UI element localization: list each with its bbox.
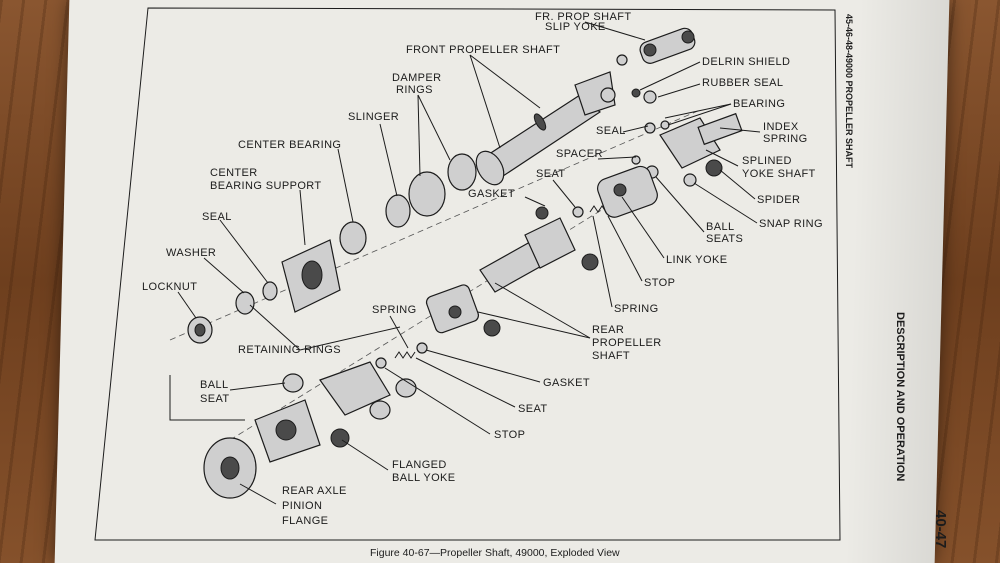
axis-line-rear bbox=[229, 179, 651, 441]
label-snap-ring: SNAP RING bbox=[759, 218, 823, 230]
damper-ring-part bbox=[447, 153, 477, 191]
label-bearing: BEARING bbox=[733, 98, 785, 110]
delrin-shield-part bbox=[631, 88, 641, 98]
label-rear: REAR bbox=[592, 324, 624, 336]
spider-part bbox=[705, 159, 723, 177]
label-seal-left: SEAL bbox=[202, 211, 232, 223]
axis-line bbox=[169, 109, 701, 341]
seal-left-part bbox=[262, 281, 278, 301]
spider-front-part bbox=[600, 87, 616, 103]
seat-part bbox=[572, 206, 584, 218]
gasket-part bbox=[535, 206, 549, 220]
snap-ring-part bbox=[683, 173, 697, 187]
header-code: 45-46-48-49000 PROPELLER SHAFT bbox=[844, 14, 854, 169]
label-shaft: SHAFT bbox=[592, 350, 630, 362]
figure-caption: Figure 40-67—Propeller Shaft, 49000, Exp… bbox=[370, 547, 620, 559]
label-slip-yoke: SLIP YOKE bbox=[545, 21, 606, 33]
label-ball: BALL bbox=[706, 221, 735, 233]
label-stop-bottom: STOP bbox=[494, 429, 525, 441]
flanged-ball-yoke-part bbox=[254, 361, 391, 463]
washer-part bbox=[616, 54, 628, 66]
label-seat-top: SEAT bbox=[536, 168, 566, 180]
label-rear-axle: REAR AXLE bbox=[282, 485, 347, 497]
label-stop-top: STOP bbox=[644, 277, 675, 289]
label-gasket-top: GASKET bbox=[468, 188, 515, 200]
label-spring-index: SPRING bbox=[763, 133, 808, 145]
label-propeller: PROPELLER bbox=[592, 337, 662, 349]
spacer-part bbox=[631, 155, 641, 165]
spring-top-part bbox=[589, 205, 607, 213]
ball-seat-part bbox=[282, 373, 417, 420]
label-seal-top: SEAL bbox=[596, 125, 626, 137]
gasket-bottom-part bbox=[416, 342, 428, 354]
label-locknut: LOCKNUT bbox=[142, 281, 197, 293]
slip-yoke-part bbox=[639, 27, 696, 64]
label-center-bearing: CENTER BEARING bbox=[238, 139, 341, 151]
label-gasket-bottom: GASKET bbox=[543, 377, 590, 389]
rubber-seal-part bbox=[643, 90, 657, 104]
label-ball-seat-1: BALL bbox=[200, 379, 229, 391]
slinger-part bbox=[385, 194, 411, 228]
label-delrin-shield: DELRIN SHIELD bbox=[702, 56, 790, 68]
label-bearing-support: BEARING SUPPORT bbox=[210, 180, 322, 192]
seal-part bbox=[644, 122, 656, 134]
rear-propeller-shaft-part bbox=[425, 217, 576, 334]
splined-yoke-shaft-part bbox=[659, 112, 743, 169]
label-spring-mid: SPRING bbox=[372, 304, 417, 316]
label-seat-bottom: SEAT bbox=[518, 403, 548, 415]
label-slinger: SLINGER bbox=[348, 111, 399, 123]
washer-left-part bbox=[235, 291, 255, 315]
label-spider: SPIDER bbox=[757, 194, 800, 206]
label-damper: DAMPER bbox=[392, 72, 441, 84]
page-number: 40-47 bbox=[932, 510, 949, 548]
front-propeller-shaft-part bbox=[475, 71, 616, 186]
label-flange: FLANGE bbox=[282, 515, 328, 527]
figure-frame bbox=[94, 7, 841, 541]
label-yoke-shaft: YOKE SHAFT bbox=[742, 168, 816, 180]
bearing-part bbox=[660, 120, 670, 130]
spider-rear-part-2 bbox=[483, 319, 501, 337]
label-index: INDEX bbox=[763, 121, 799, 133]
label-seats: SEATS bbox=[706, 233, 743, 245]
locknut-hole bbox=[194, 323, 206, 337]
label-fr-prop-shaft: FR. PROP SHAFT bbox=[535, 11, 631, 23]
label-washer: WASHER bbox=[166, 247, 216, 259]
label-splined: SPLINED bbox=[742, 155, 792, 167]
label-ball-yoke: BALL YOKE bbox=[392, 472, 456, 484]
label-center: CENTER bbox=[210, 167, 258, 179]
leader-lines bbox=[169, 21, 761, 505]
center-bearing-support-part bbox=[281, 239, 341, 313]
label-rubber-seal: RUBBER SEAL bbox=[702, 77, 783, 89]
label-spring-right: SPRING bbox=[614, 303, 659, 315]
label-pinion: PINION bbox=[282, 500, 322, 512]
label-spacer: SPACER bbox=[556, 148, 603, 160]
label-link-yoke: LINK YOKE bbox=[666, 254, 727, 266]
label-front-propeller-shaft: FRONT PROPELLER SHAFT bbox=[406, 44, 560, 56]
link-yoke-part bbox=[597, 165, 658, 218]
damper-ring-part-2 bbox=[408, 171, 446, 217]
label-retaining-rings: RETAINING RINGS bbox=[238, 344, 341, 356]
label-flanged: FLANGED bbox=[392, 459, 447, 471]
label-rings: RINGS bbox=[396, 84, 433, 96]
spring-bottom-part bbox=[394, 351, 416, 359]
rear-axle-pinion-flange-part bbox=[203, 437, 257, 499]
section-title: DESCRIPTION AND OPERATION bbox=[894, 312, 906, 481]
label-ball-seat-2: SEAT bbox=[200, 393, 230, 405]
spider-rear-part bbox=[581, 253, 599, 271]
center-bearing-part bbox=[339, 221, 367, 255]
stop-bottom-part bbox=[375, 357, 387, 369]
